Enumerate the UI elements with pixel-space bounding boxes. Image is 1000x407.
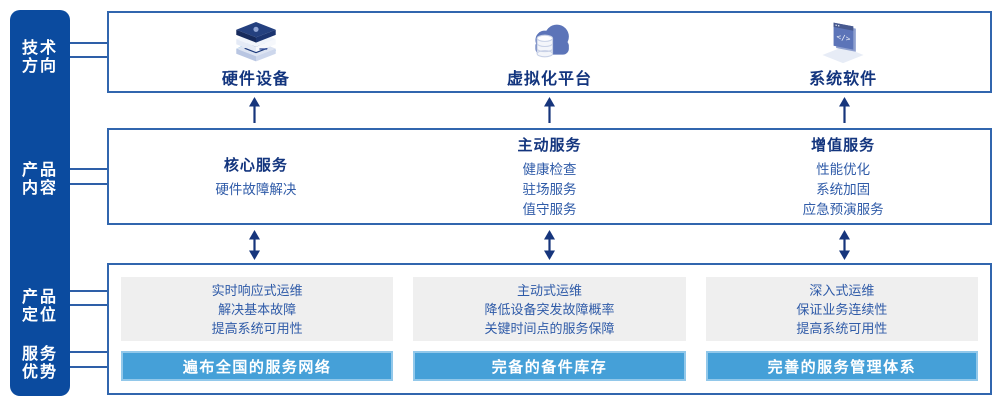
sidebar-label-line: 方向 <box>21 58 58 75</box>
sidebar-item-product-positioning: 产品 定位 <box>10 289 70 325</box>
sidebar-item-product-content: 产品 内容 <box>10 162 70 198</box>
advantage-bar: 完备的备件库存 <box>413 351 686 381</box>
arrow-up-down-icon <box>839 230 850 260</box>
server-stack-icon <box>233 21 278 61</box>
content-item: 系统加固 <box>816 181 871 197</box>
connector-line <box>70 290 107 292</box>
product-content-box: 核心服务 硬件故障解决 主动服务 健康检查 驻场服务 值守服务 增值服务 性能优… <box>107 128 992 225</box>
sidebar-label-line: 产品 <box>21 289 58 306</box>
connector-line <box>70 42 107 44</box>
positioning-line: 降低设备突发故障概率 <box>484 301 615 317</box>
arrow-up-icon <box>249 96 260 123</box>
connector-line <box>70 183 107 185</box>
positioning-line: 主动式运维 <box>516 282 582 298</box>
svg-text:</>: </> <box>837 32 851 44</box>
connector-line <box>70 304 107 306</box>
advantage-bar: 遍布全国的服务网络 <box>121 351 394 381</box>
tech-col-hardware: 硬件设备 <box>109 13 403 91</box>
connector-line <box>70 56 107 58</box>
positioning-line: 提高系统可用性 <box>796 320 888 336</box>
tech-col-virtualization: 虚拟化平台 <box>403 13 697 91</box>
arrow-up-icon <box>544 96 555 123</box>
content-title: 增值服务 <box>811 136 876 154</box>
positioning-panel: 主动式运维 降低设备突发故障概率 关键时间点的服务保障 <box>413 277 686 341</box>
tech-label-hardware: 硬件设备 <box>221 70 290 88</box>
sidebar-label-line: 内容 <box>21 180 58 197</box>
sidebar-label-line: 产品 <box>21 162 58 179</box>
positioning-col-indepth: 深入式运维 保证业务连续性 提高系统可用性 完善的服务管理体系 <box>705 277 978 381</box>
code-window-icon: </> <box>822 22 864 63</box>
positioning-line: 解决基本故障 <box>218 301 297 317</box>
sidebar-item-service-advantages: 服务 优势 <box>10 346 70 382</box>
sidebar-label-line: 服务 <box>21 346 58 363</box>
arrow-up-down-icon <box>249 230 260 260</box>
content-item: 硬件故障解决 <box>215 181 297 197</box>
connector-line <box>70 168 107 170</box>
positioning-line: 实时响应式运维 <box>211 282 303 298</box>
cloud-database-icon <box>534 24 569 57</box>
positioning-advantage-box: 实时响应式运维 解决基本故障 提高系统可用性 遍布全国的服务网络 主动式运维 降… <box>107 263 992 395</box>
advantage-bar: 完善的服务管理体系 <box>705 351 978 381</box>
content-item: 应急预演服务 <box>802 201 884 217</box>
sidebar-label-line: 优势 <box>21 364 58 381</box>
tech-label-system-software: 系统软件 <box>809 70 878 88</box>
connector-line <box>70 366 107 368</box>
tech-col-system-software: </> 系统软件 <box>696 13 990 91</box>
positioning-panel: 深入式运维 保证业务连续性 提高系统可用性 <box>705 277 978 341</box>
content-title: 核心服务 <box>223 156 288 174</box>
positioning-line: 关键时间点的服务保障 <box>484 320 615 336</box>
content-item: 值守服务 <box>522 201 577 217</box>
sidebar-label-line: 定位 <box>21 307 58 324</box>
positioning-panel: 实时响应式运维 解决基本故障 提高系统可用性 <box>121 277 394 341</box>
sidebar-item-tech-direction: 技术 方向 <box>10 40 70 76</box>
tech-direction-box: 硬件设备 虚拟化平台 <box>107 11 992 93</box>
connector-line <box>70 351 107 353</box>
sidebar: 技术 方向 产品 内容 产品 定位 服务 优势 <box>10 10 70 396</box>
positioning-col-proactive: 主动式运维 降低设备突发故障概率 关键时间点的服务保障 完备的备件库存 <box>413 277 686 381</box>
content-col-proactive-service: 主动服务 健康检查 驻场服务 值守服务 <box>403 130 697 223</box>
content-col-core-service: 核心服务 硬件故障解决 <box>109 130 403 223</box>
up-arrow-row <box>107 96 992 124</box>
positioning-line: 保证业务连续性 <box>796 301 888 317</box>
tech-label-virtualization: 虚拟化平台 <box>507 70 593 88</box>
content-item: 性能优化 <box>816 161 871 177</box>
arrow-up-icon <box>839 96 850 123</box>
sidebar-label-line: 技术 <box>21 40 58 57</box>
positioning-line: 深入式运维 <box>809 282 875 298</box>
positioning-line: 提高系统可用性 <box>211 320 303 336</box>
positioning-col-realtime: 实时响应式运维 解决基本故障 提高系统可用性 遍布全国的服务网络 <box>121 277 394 381</box>
arrow-up-down-icon <box>544 230 555 260</box>
content-title: 主动服务 <box>517 136 582 154</box>
double-arrow-row <box>107 230 992 260</box>
content-item: 健康检查 <box>522 161 577 177</box>
content-col-value-added-service: 增值服务 性能优化 系统加固 应急预演服务 <box>696 130 990 223</box>
content-item: 驻场服务 <box>522 181 577 197</box>
